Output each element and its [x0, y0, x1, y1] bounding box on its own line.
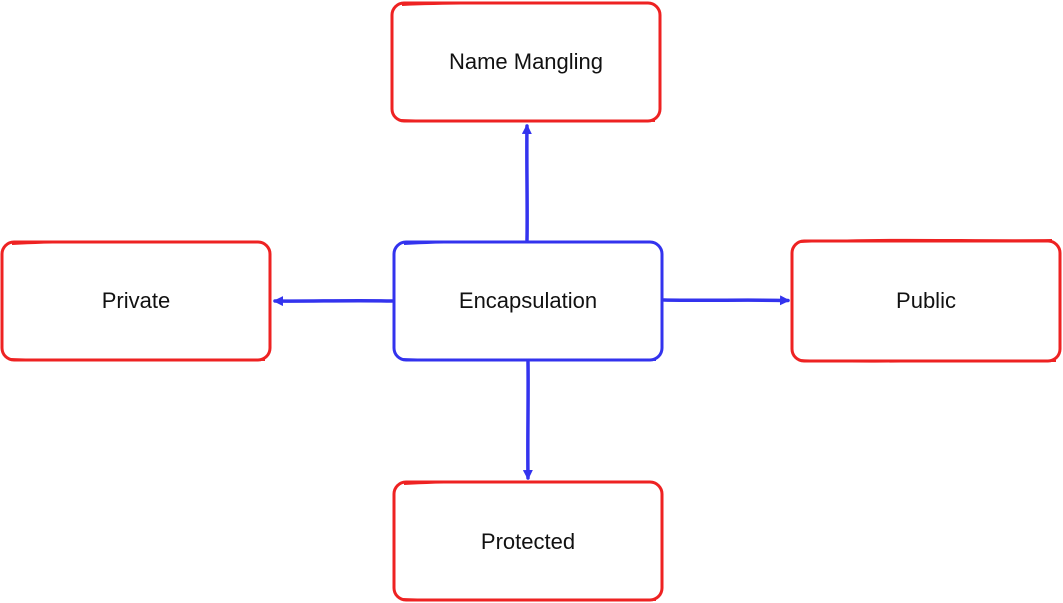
- connectors: [273, 124, 790, 480]
- node-name-mangling[interactable]: Name Mangling: [390, 1, 662, 123]
- node-private-label: Private: [102, 288, 170, 313]
- node-encapsulation-label: Encapsulation: [459, 288, 597, 313]
- node-protected[interactable]: Protected: [392, 480, 664, 602]
- node-public-label: Public: [896, 288, 956, 313]
- node-public[interactable]: Public: [790, 238, 1062, 363]
- node-name-mangling-label: Name Mangling: [449, 49, 603, 74]
- node-encapsulation[interactable]: Encapsulation: [392, 240, 664, 362]
- node-protected-label: Protected: [481, 529, 575, 554]
- node-private[interactable]: Private: [0, 240, 272, 362]
- arrow-to-public: [662, 295, 790, 306]
